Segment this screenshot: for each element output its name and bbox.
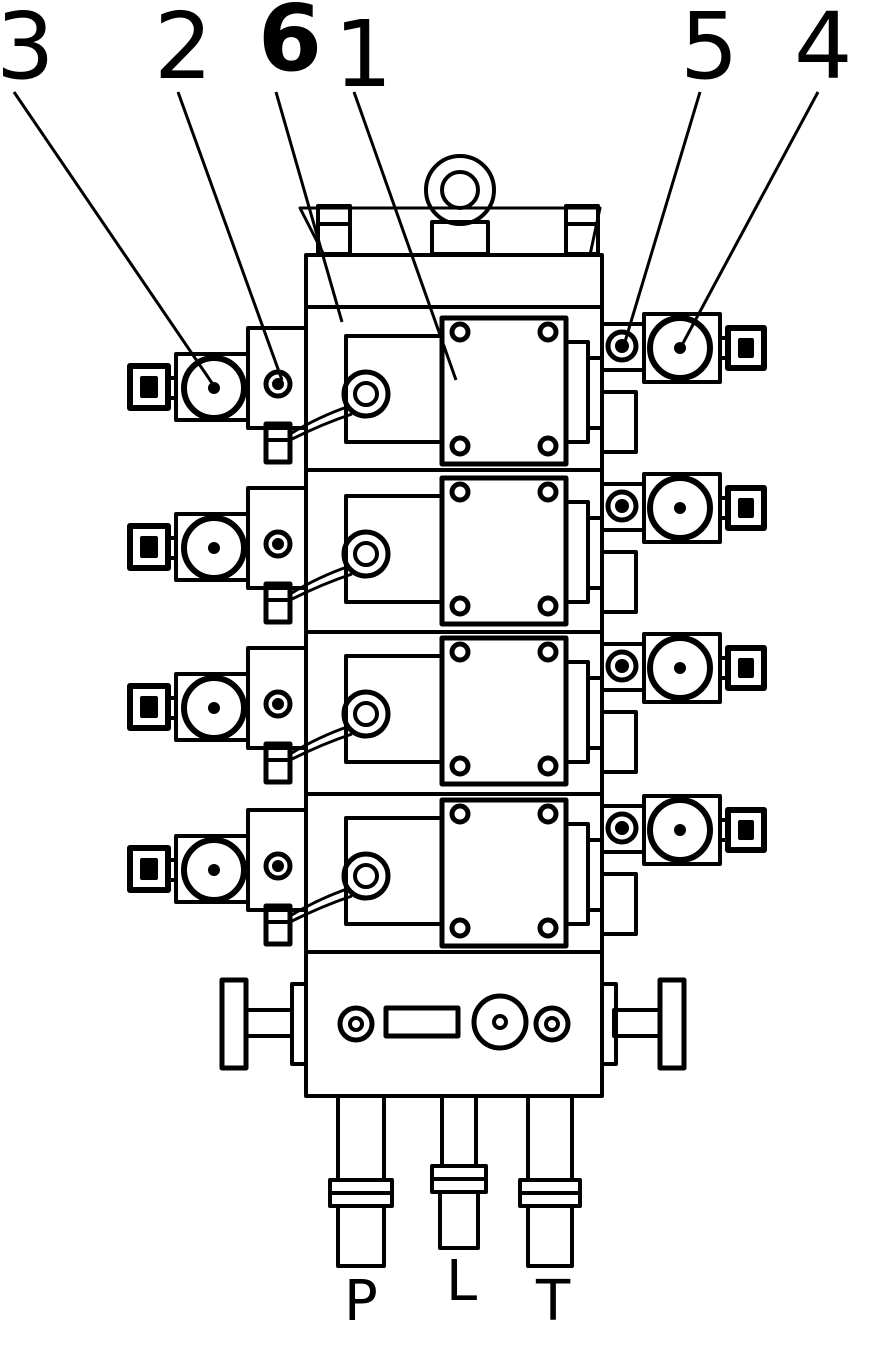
valve-section-4: [130, 796, 764, 946]
leader-lines: [12, 91, 820, 384]
base-block: [219, 950, 687, 1098]
callout-label-3: 3: [0, 0, 55, 100]
port-label-p: P: [344, 1269, 378, 1334]
callout-label-1: 1: [334, 1, 393, 108]
callout-label-6: 6: [258, 0, 322, 92]
port-label-t: T: [535, 1269, 571, 1334]
lifting-eye: [424, 154, 496, 226]
callout-label-5: 5: [680, 0, 739, 100]
port-t: [518, 1094, 582, 1268]
right-handle: [657, 977, 687, 1071]
left-handle: [219, 977, 249, 1071]
port-label-l: L: [446, 1249, 477, 1314]
port-p: [328, 1094, 394, 1268]
callout-label-4: 4: [794, 0, 853, 100]
callout-label-2: 2: [154, 0, 213, 100]
valve-section-3: [130, 634, 764, 784]
valve-section-2: [130, 474, 764, 624]
port-l: [430, 1094, 488, 1250]
bolt-head-left: [316, 204, 352, 256]
top-cap-block: [298, 154, 604, 309]
manifold-body: [304, 305, 604, 954]
valve-section-1: [130, 314, 764, 464]
